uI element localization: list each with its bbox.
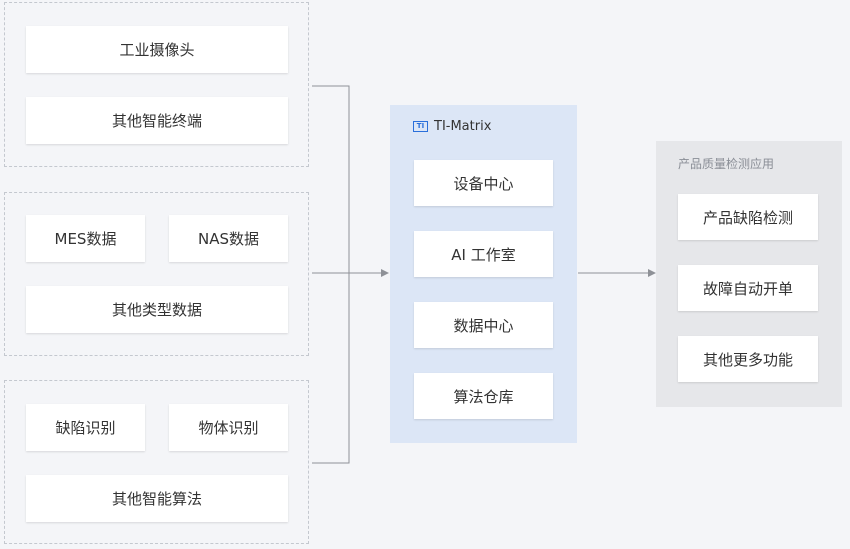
product-defect-detection-node: 产品缺陷检测 — [678, 194, 818, 240]
data-center-node: 数据中心 — [414, 302, 553, 348]
device-center-node: 设备中心 — [414, 160, 553, 206]
ti-matrix-title-text: TI-Matrix — [434, 119, 492, 134]
ti-matrix-title: TI TI-Matrix — [413, 119, 491, 134]
quality-inspection-panel: 产品质量检测应用 产品缺陷检测 故障自动开单 其他更多功能 — [656, 141, 842, 407]
other-data-types-node: 其他类型数据 — [26, 286, 288, 333]
data-source-group: MES数据 NAS数据 其他类型数据 — [4, 192, 309, 356]
other-smart-terminal-node: 其他智能终端 — [26, 97, 288, 144]
device-group: 工业摄像头 其他智能终端 — [4, 2, 309, 167]
defect-recognition-node: 缺陷识别 — [26, 404, 145, 451]
auto-fault-ticket-node: 故障自动开单 — [678, 265, 818, 311]
mes-data-node: MES数据 — [26, 215, 145, 262]
algorithm-repository-node: 算法仓库 — [414, 373, 553, 419]
algorithm-group: 缺陷识别 物体识别 其他智能算法 — [4, 380, 309, 544]
bracket-line — [312, 85, 350, 464]
ai-studio-node: AI 工作室 — [414, 231, 553, 277]
quality-inspection-title: 产品质量检测应用 — [678, 157, 775, 171]
more-features-node: 其他更多功能 — [678, 336, 818, 382]
industrial-camera-node: 工业摄像头 — [26, 26, 288, 73]
object-recognition-node: 物体识别 — [169, 404, 288, 451]
nas-data-node: NAS数据 — [169, 215, 288, 262]
ti-logo-icon: TI — [413, 121, 428, 132]
ti-matrix-panel: TI TI-Matrix 设备中心 AI 工作室 数据中心 算法仓库 — [390, 105, 577, 443]
other-smart-algorithms-node: 其他智能算法 — [26, 475, 288, 522]
